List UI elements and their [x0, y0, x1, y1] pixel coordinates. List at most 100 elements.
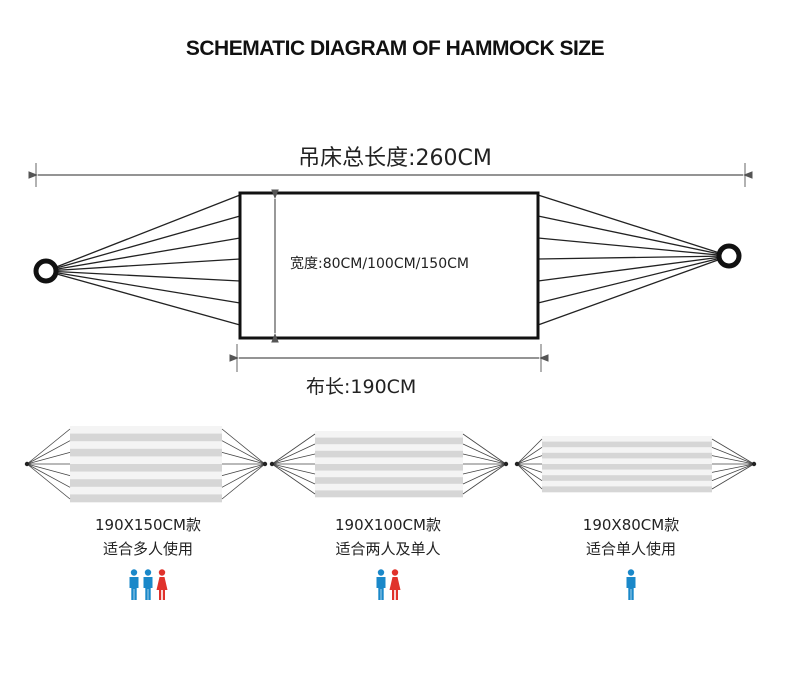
- mini-hammock-end: [503, 461, 509, 467]
- people-icons: [506, 569, 756, 603]
- mini-hammock-rope: [711, 446, 755, 465]
- mini-hammock-rope: [221, 463, 266, 500]
- mini-hammock-stripe: [70, 479, 222, 488]
- variant-usage: 适合多人使用: [102, 540, 193, 558]
- mini-hammock-stripe: [70, 433, 222, 442]
- mini-hammock-rope: [516, 455, 543, 465]
- mini-hammock-stripe: [542, 469, 712, 476]
- mini-hammock-stripe: [315, 450, 463, 458]
- mini-hammock-stripe: [70, 456, 222, 465]
- mini-hammock-rope: [711, 463, 755, 473]
- mini-hammock-stripe: [542, 486, 712, 493]
- mini-hammock-rope: [271, 433, 316, 465]
- mini-hammock-stripe: [315, 464, 463, 471]
- mini-hammock-stripe: [315, 470, 463, 478]
- mini-hammock-stripe: [70, 486, 222, 495]
- mini-hammock-stripe: [315, 444, 463, 452]
- cloth-length-label: 布长:190CM: [306, 376, 417, 398]
- mini-hammock-rope: [221, 463, 266, 488]
- mini-hammock-rope: [221, 451, 266, 465]
- mini-hammock-stripe: [70, 464, 222, 472]
- mini-hammock-stripe: [542, 436, 712, 442]
- mini-hammock-end: [514, 461, 520, 467]
- variant-size: 190X100CM款: [335, 516, 441, 534]
- mini-hammock-stripe: [542, 464, 712, 470]
- mini-hammock-stripe: [542, 480, 712, 487]
- mini-hammock-rope: [26, 440, 71, 465]
- mini-hammock-stripe: [542, 475, 712, 482]
- mini-hammock-stripe: [70, 426, 222, 434]
- mini-hammock-rope: [711, 438, 755, 465]
- mini-hammock-rope: [462, 463, 507, 495]
- mini-hammock-stripe: [542, 447, 712, 454]
- mini-hammock-end: [24, 461, 30, 467]
- mini-hammock: [514, 436, 757, 493]
- mini-hammock-rope: [26, 428, 71, 465]
- right-ropes: [537, 194, 730, 326]
- variant-size: 190X150CM款: [95, 516, 201, 534]
- mini-hammock-rope: [221, 463, 266, 477]
- mini-hammock-rope: [462, 433, 507, 465]
- mini-hammock-rope: [271, 443, 316, 465]
- mini-hammock-stripe: [315, 477, 463, 485]
- cloth-length-dimension: [229, 344, 549, 372]
- variant-150: 190X150CM款 适合多人使用: [23, 513, 273, 603]
- mini-hammock-stripe: [70, 448, 222, 457]
- mini-hammock-rope: [516, 463, 543, 490]
- mini-hammock-rope: [271, 453, 316, 465]
- male-person-icon: [376, 569, 386, 600]
- mini-hammock: [24, 426, 268, 503]
- mini-hammock-stripe: [315, 483, 463, 491]
- mini-hammock-rope: [26, 463, 71, 477]
- variant-usage: 适合两人及单人: [335, 540, 441, 558]
- mini-hammock-end: [262, 461, 268, 467]
- variant-size: 190X80CM款: [582, 516, 680, 534]
- mini-hammock-stripe: [542, 452, 712, 459]
- mini-hammock-rope: [26, 451, 71, 465]
- diagram-title: SCHEMATIC DIAGRAM OF HAMMOCK SIZE: [185, 37, 605, 60]
- mini-hammock-rope: [516, 438, 543, 465]
- mini-hammock-stripe: [315, 431, 463, 438]
- mini-hammock-rope: [516, 463, 543, 481]
- mini-hammock-stripe: [70, 494, 222, 503]
- variant-usage: 适合单人使用: [585, 540, 676, 558]
- male-person-icon: [143, 569, 153, 600]
- mini-hammock-rope: [516, 447, 543, 465]
- mini-hammock-stripe: [315, 457, 463, 465]
- mini-hammock-rope: [711, 463, 755, 482]
- mini-hammock-rope: [271, 463, 316, 485]
- mini-hammock-stripe: [542, 458, 712, 465]
- mini-hammock-stripe: [315, 437, 463, 445]
- total-length-label: 吊床总长度:260CM: [298, 146, 492, 171]
- female-person-icon: [389, 569, 401, 600]
- mini-hammock-stripe: [542, 441, 712, 448]
- left-ropes: [45, 194, 241, 326]
- mini-hammock: [269, 431, 509, 498]
- mini-hammock-rope: [26, 463, 71, 488]
- variant-100: 190X100CM款 适合两人及单人: [263, 513, 513, 603]
- hammock-cloth: [238, 191, 540, 340]
- mini-hammock-rope: [711, 463, 755, 490]
- mini-hammock-end: [269, 461, 275, 467]
- mini-hammock-rope: [271, 463, 316, 475]
- mini-hammock-rope: [462, 443, 507, 465]
- total-length-dimension: [28, 163, 753, 187]
- male-person-icon: [129, 569, 139, 600]
- mini-hammock-stripe: [70, 471, 222, 480]
- left-ring: [33, 258, 59, 284]
- male-person-icon: [626, 569, 636, 600]
- mini-hammock-rope: [221, 440, 266, 465]
- female-person-icon: [156, 569, 168, 600]
- mini-hammock-rope: [271, 463, 316, 495]
- mini-hammock-rope: [221, 428, 266, 465]
- mini-hammock-rope: [26, 463, 71, 500]
- mini-hammock-rope: [462, 463, 507, 485]
- mini-hammock-rope: [711, 455, 755, 465]
- width-label: 宽度:80CM/100CM/150CM: [290, 256, 469, 272]
- mini-hammock-rope: [516, 463, 543, 473]
- mini-hammock-stripe: [315, 490, 463, 498]
- right-ring: [716, 243, 742, 269]
- mini-hammock-rope: [462, 463, 507, 475]
- mini-hammock-end: [751, 461, 757, 467]
